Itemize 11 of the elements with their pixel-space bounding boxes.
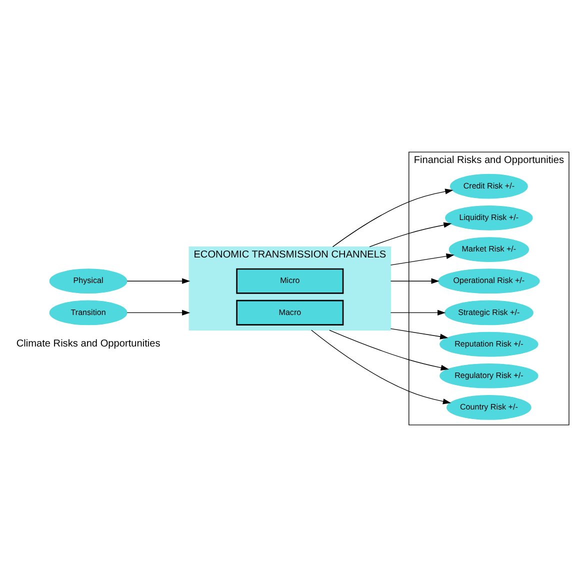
label: Climate Risks and Opportunities: [16, 338, 160, 350]
arrow: [390, 252, 454, 265]
arrow: [311, 329, 452, 404]
arrow: [126, 309, 190, 316]
arrow: [126, 278, 190, 284]
arrow: [390, 328, 448, 339]
arrow: [329, 329, 449, 370]
arrow: [390, 309, 446, 316]
arrow: [332, 188, 454, 247]
arrow: [390, 278, 440, 284]
arrow: [369, 222, 452, 247]
